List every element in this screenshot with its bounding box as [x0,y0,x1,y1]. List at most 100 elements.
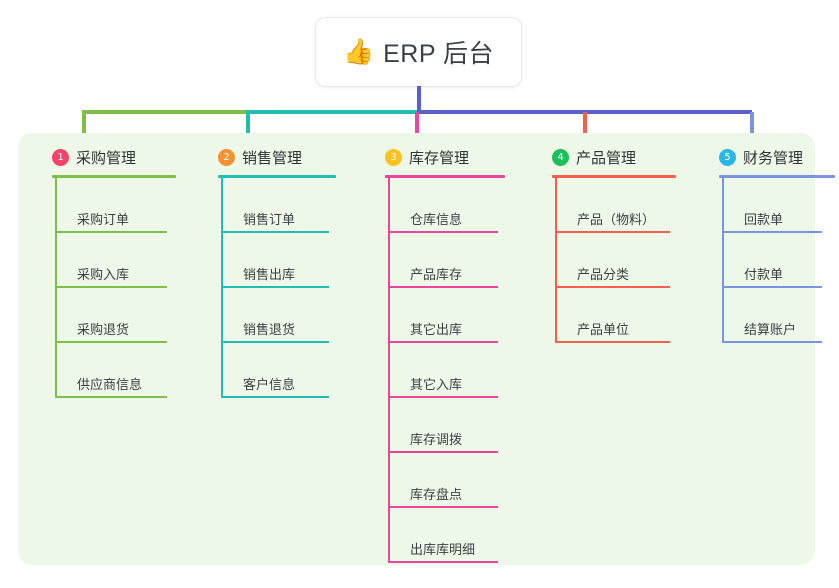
branch-rail [221,178,223,398]
branch-item-rule [388,506,498,508]
branch-item-rule [388,451,498,453]
branch-item-rule [555,231,670,233]
branch-drop-1 [82,112,86,150]
branch-title: 财务管理 [743,149,804,167]
branch-item-list: 仓库信息产品库存其它出库其它入库库存调拨库存盘点出库库明细 [388,178,513,563]
branch-item[interactable]: 采购退货 [55,288,180,343]
branch-number-badge: 1 [52,148,69,166]
bus-segment-1 [82,110,246,114]
branch-header-rule [552,175,676,178]
branch-column-4: 4 产品管理产品（物料） 产品分类产品单位 [530,145,680,343]
branch-item-label: 库存调拨 [410,432,463,447]
branch-item[interactable]: 产品库存 [388,233,513,288]
branch-number-badge: 2 [218,148,235,166]
branch-item-rule [722,341,822,343]
branch-number-badge: 4 [552,148,569,166]
branch-item-label: 产品库存 [410,267,463,282]
branch-item-label: 出库库明细 [410,542,476,557]
branch-item-label: 库存盘点 [410,487,463,502]
branch-item-label: 客户信息 [243,377,296,392]
branch-item-label: 供应商信息 [77,377,143,392]
branch-item[interactable]: 库存调拨 [388,398,513,453]
branch-header-rule [719,175,835,178]
branch-item-rule [55,396,167,398]
branch-item-rule [55,231,167,233]
branch-item[interactable]: 产品单位 [555,288,680,343]
branch-column-1: 1 采购管理采购订单采购入库采购退货供应商信息 [30,145,180,398]
branches-panel [18,133,815,565]
bus-segment-2 [246,110,417,114]
branch-item[interactable]: 供应商信息 [55,343,180,398]
branch-item-rule [221,396,329,398]
branch-column-2: 2 销售管理销售订单销售出库销售退货客户信息 [196,145,346,398]
branch-item-label: 其它入库 [410,377,463,392]
branch-item[interactable]: 销售订单 [221,178,346,233]
branch-item-list: 产品（物料） 产品分类产品单位 [555,178,680,343]
branch-header-rule [218,175,336,178]
branch-header-1[interactable]: 1 采购管理 [30,145,180,169]
branch-rail [55,178,57,398]
branch-header-rule [52,175,176,178]
branch-item[interactable]: 出库库明细 [388,508,513,563]
branch-item-label: 销售退货 [243,322,296,337]
branch-item-rule [221,286,329,288]
branch-item-list: 采购订单采购入库采购退货供应商信息 [55,178,180,398]
branch-item-rule [388,561,498,563]
branch-item-rule [55,286,167,288]
branch-item-label: 产品（物料） [577,212,656,227]
branch-item[interactable]: 付款单 [722,233,839,288]
branch-item[interactable]: 仓库信息 [388,178,513,233]
branch-header-4[interactable]: 4 产品管理 [530,145,680,169]
branch-item[interactable]: 库存盘点 [388,453,513,508]
branch-item[interactable]: 结算账户 [722,288,839,343]
branch-rail [555,178,557,343]
branch-item[interactable]: 采购入库 [55,233,180,288]
branch-item-rule [555,286,670,288]
branch-item-label: 销售订单 [243,212,296,227]
branch-header-2[interactable]: 2 销售管理 [196,145,346,169]
branch-rail [722,178,724,343]
branch-item-label: 采购退货 [77,322,130,337]
branch-item[interactable]: 其它入库 [388,343,513,398]
branch-item-label: 销售出库 [243,267,296,282]
branch-item-rule [388,231,498,233]
branch-item-label: 结算账户 [744,322,797,337]
branch-rail [388,178,390,563]
branch-item-label: 产品分类 [577,267,630,282]
branch-item[interactable]: 产品分类 [555,233,680,288]
branch-item[interactable]: 客户信息 [221,343,346,398]
branch-item-rule [555,341,670,343]
branch-number-badge: 3 [385,148,402,166]
branch-item[interactable]: 销售退货 [221,288,346,343]
branch-item-rule [388,286,498,288]
branch-item[interactable]: 销售出库 [221,233,346,288]
branch-item-rule [221,231,329,233]
branch-item-rule [388,396,498,398]
branch-title: 采购管理 [76,149,137,167]
branch-drop-3 [415,112,419,150]
branch-drop-4 [583,112,587,150]
branch-title: 销售管理 [242,149,303,167]
branch-item-list: 回款单付款单结算账户 [722,178,839,343]
branch-drop-5 [750,112,754,150]
branch-item[interactable]: 采购订单 [55,178,180,233]
branch-item-rule [388,341,498,343]
thumbs-up-icon: 👍 [342,37,375,66]
root-node-card[interactable]: 👍 ERP 后台 [316,18,521,86]
branch-item[interactable]: 其它出库 [388,288,513,343]
branch-title: 产品管理 [576,149,637,167]
branch-item-label: 其它出库 [410,322,463,337]
branch-item-label: 仓库信息 [410,212,463,227]
branch-item-label: 付款单 [744,267,784,282]
branch-header-rule [385,175,505,178]
branch-item[interactable]: 产品（物料） [555,178,680,233]
branch-item-list: 销售订单销售出库销售退货客户信息 [221,178,346,398]
branch-item[interactable]: 回款单 [722,178,839,233]
root-trunk-connector [417,86,421,112]
branch-item-rule [722,286,822,288]
